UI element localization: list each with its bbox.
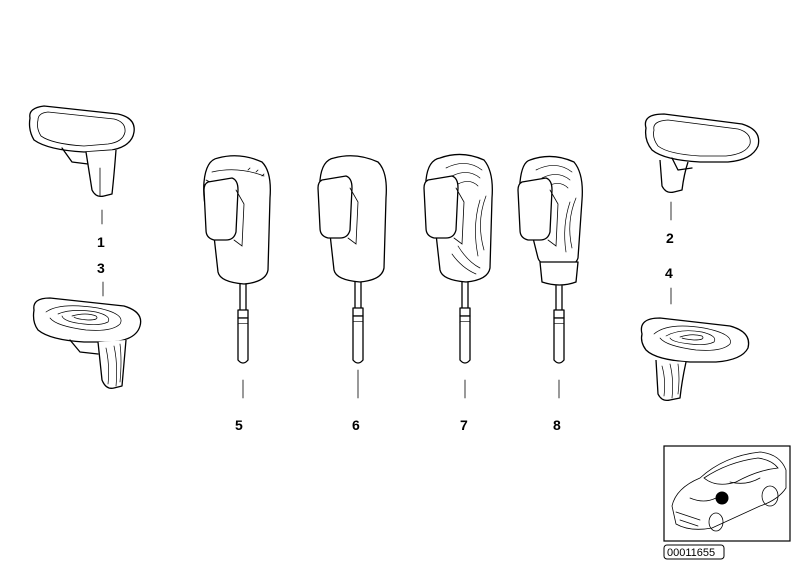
- part-1-knob[interactable]: [28, 105, 135, 198]
- vehicle-locator-inset: [663, 445, 791, 542]
- callout-8: 8: [553, 417, 561, 433]
- callout-1: 1: [97, 234, 105, 250]
- part-8-knob[interactable]: [517, 155, 583, 364]
- callout-5: 5: [235, 417, 243, 433]
- callout-6: 6: [352, 417, 360, 433]
- part-5-knob[interactable]: [203, 155, 271, 364]
- callout-3: 3: [97, 260, 105, 276]
- callout-4: 4: [665, 265, 673, 281]
- part-3-knob[interactable]: [32, 297, 142, 389]
- location-marker: [715, 491, 729, 505]
- callout-7: 7: [460, 417, 468, 433]
- part-4-knob[interactable]: [640, 317, 750, 402]
- part-2-knob[interactable]: [644, 113, 760, 194]
- reference-code-badge: 00011655: [663, 544, 725, 560]
- reference-code: 00011655: [667, 547, 715, 559]
- callout-2: 2: [666, 230, 674, 246]
- part-7-knob[interactable]: [423, 153, 493, 364]
- part-6-knob[interactable]: [317, 155, 387, 364]
